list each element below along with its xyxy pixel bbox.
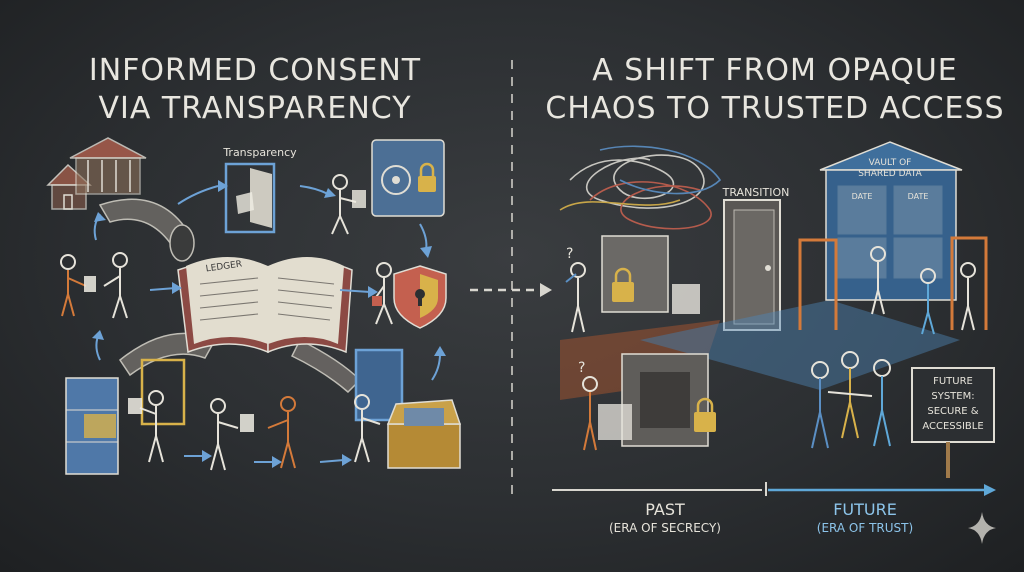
person-figure — [566, 263, 585, 332]
sign-line4: ACCESSIBLE — [912, 419, 994, 434]
safe-icon — [602, 236, 700, 314]
cabinet-icon — [66, 378, 118, 474]
bank-icon — [70, 138, 146, 194]
door-icon — [142, 360, 184, 424]
future-sub: (ERA OF TRUST) — [800, 521, 930, 535]
past-label: PAST — [600, 500, 730, 519]
person-figure — [332, 175, 366, 234]
question-mark: ? — [578, 360, 585, 376]
timeline — [552, 482, 996, 496]
people-exchange — [61, 253, 127, 318]
date-label: DATE — [898, 192, 938, 201]
sign-text: FUTURE SYSTEM: SECURE & ACCESSIBLE — [912, 374, 994, 434]
vault-label: VAULT OF SHARED DATA — [848, 158, 932, 180]
shield-icon — [394, 266, 446, 328]
person-figure — [128, 391, 163, 462]
sign-line1: FUTURE — [912, 374, 994, 389]
chest-icon — [388, 400, 460, 468]
sparkle-icon — [968, 512, 996, 544]
door-icon — [724, 200, 780, 330]
question-mark: ? — [566, 246, 573, 262]
door-icon — [226, 164, 274, 232]
date-label: DATE — [842, 192, 882, 201]
timeline-future: FUTURE (ERA OF TRUST) — [800, 500, 930, 535]
chaos-scribble — [560, 146, 720, 228]
floor-paths — [560, 300, 960, 400]
vault-label-line1: VAULT OF — [848, 158, 932, 169]
future-label: FUTURE — [800, 500, 930, 519]
safe-icon — [372, 140, 444, 216]
transition-label: TRANSITION — [716, 186, 796, 199]
past-sub: (ERA OF SECRECY) — [600, 521, 730, 535]
sign-line2: SYSTEM: — [912, 389, 994, 404]
people-exchange — [211, 397, 295, 470]
timeline-past: PAST (ERA OF SECRECY) — [600, 500, 730, 535]
transparency-label: Transparency — [210, 146, 310, 159]
vault-label-line2: SHARED DATA — [848, 169, 932, 180]
sign-line3: SECURE & — [912, 404, 994, 419]
